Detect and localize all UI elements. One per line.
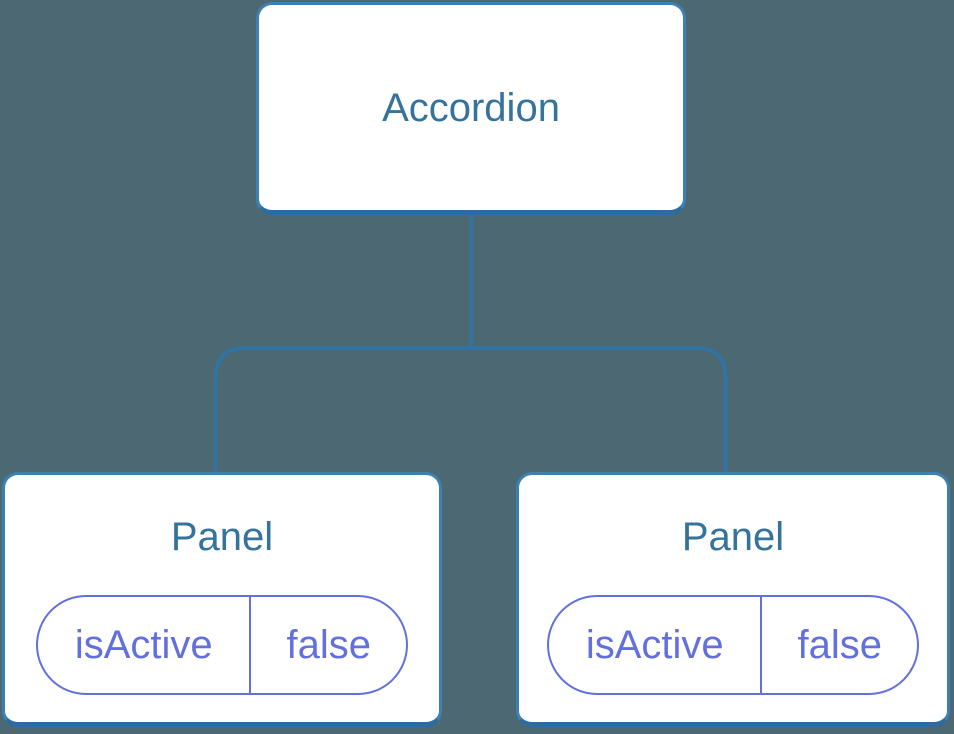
state-pill-right: isActive false <box>547 595 919 695</box>
node-accordion: Accordion <box>256 2 686 215</box>
node-panel-right-label: Panel <box>681 515 785 559</box>
state-key-right: isActive <box>549 597 763 693</box>
node-accordion-label: Accordion <box>382 85 560 130</box>
node-panel-left: Panel isActive false <box>2 472 442 727</box>
node-panel-left-label: Panel <box>170 515 274 559</box>
state-value-left: false <box>286 622 371 667</box>
state-key-left: isActive <box>38 597 252 693</box>
node-panel-right: Panel isActive false <box>516 472 950 727</box>
connector-bracket <box>213 346 728 472</box>
state-pill-left: isActive false <box>36 595 408 695</box>
state-value-right: false <box>797 622 882 667</box>
